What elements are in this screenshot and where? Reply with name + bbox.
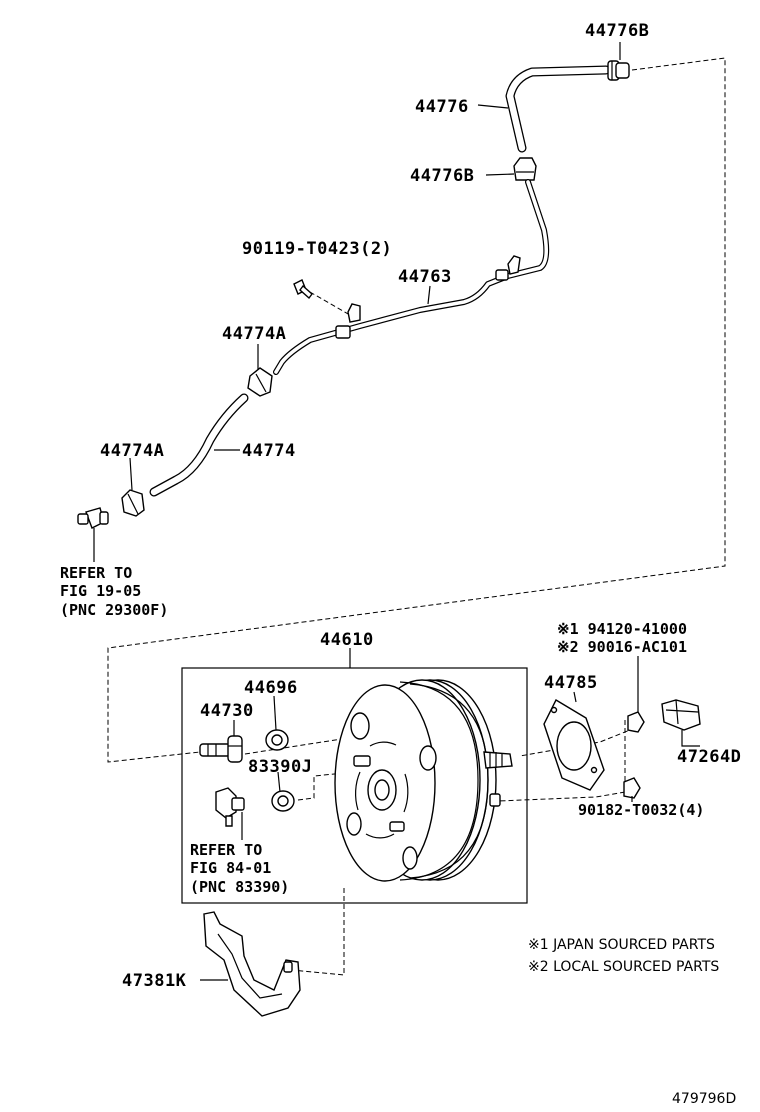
leader-lines-lower [200, 656, 700, 981]
label-83390J: 83390J [248, 757, 312, 777]
label-44774: 44774 [242, 441, 296, 461]
clamp-44774A-upper[interactable] [247, 367, 273, 397]
ref2-line2: FIG 84-01 [190, 859, 271, 877]
ref2-line3: (PNC 83390) [190, 878, 289, 896]
pipe-44763[interactable] [273, 179, 550, 375]
note-local-sourced: ※2 LOCAL SOURCED PARTS [528, 959, 719, 975]
pipe-bracket-left [335, 303, 361, 339]
nut-90182[interactable] [623, 777, 641, 799]
label-44730: 44730 [200, 701, 254, 721]
bolt-90119[interactable] [293, 279, 313, 300]
label-44776B-mid: 44776B [410, 166, 474, 186]
ref1-line2: FIG 19-05 [60, 582, 141, 600]
check-valve-connector[interactable] [77, 507, 109, 529]
label-44763: 44763 [398, 267, 452, 287]
clamp-44776B-mid[interactable] [513, 157, 537, 181]
label-90016: ※2 90016-AC101 [557, 638, 687, 656]
label-90119: 90119-T0423(2) [242, 239, 392, 259]
vacuum-sensor[interactable] [215, 787, 245, 827]
gasket-44785[interactable] [543, 699, 605, 791]
clamp-44776B-top[interactable] [607, 60, 630, 81]
hose-44774[interactable] [149, 393, 249, 497]
assembly-box-44610 [181, 667, 528, 904]
ref1-line1: REFER TO [60, 564, 132, 582]
grommet-44696[interactable] [265, 729, 289, 751]
label-44776B-top: 44776B [585, 21, 649, 41]
label-90182: 90182-T0032(4) [578, 801, 704, 819]
nut-94120[interactable] [627, 711, 645, 733]
hose-44776[interactable] [505, 65, 611, 153]
leader-lines-upper [93, 42, 621, 562]
label-47381K: 47381K [122, 971, 187, 991]
ref1-line3: (PNC 29300F) [60, 601, 168, 619]
bracket-47264D[interactable] [661, 699, 701, 731]
label-44696: 44696 [244, 678, 298, 698]
label-47264D: 47264D [677, 747, 741, 767]
clamp-44774A-lower[interactable] [121, 489, 145, 517]
pipe-bracket-right [495, 255, 521, 281]
note-japan-sourced: ※1 JAPAN SOURCED PARTS [528, 937, 715, 953]
label-44776: 44776 [415, 97, 469, 117]
ref2-line1: REFER TO [190, 841, 262, 859]
label-44774A-lower: 44774A [100, 441, 164, 461]
label-44774A-upper: 44774A [222, 324, 286, 344]
brake-booster[interactable] [334, 679, 513, 882]
diagram-id: 479796D [672, 1091, 736, 1107]
label-94120: ※1 94120-41000 [557, 620, 687, 638]
label-44610: 44610 [320, 630, 374, 650]
part-labels: 44776B 44776 44776B 90119-T0423(2) 44763… [60, 21, 741, 1107]
clevis-44730[interactable] [199, 735, 243, 763]
bracket-47381K[interactable] [203, 911, 301, 1017]
label-44785: 44785 [544, 673, 598, 693]
grommet-83390J[interactable] [271, 790, 295, 812]
